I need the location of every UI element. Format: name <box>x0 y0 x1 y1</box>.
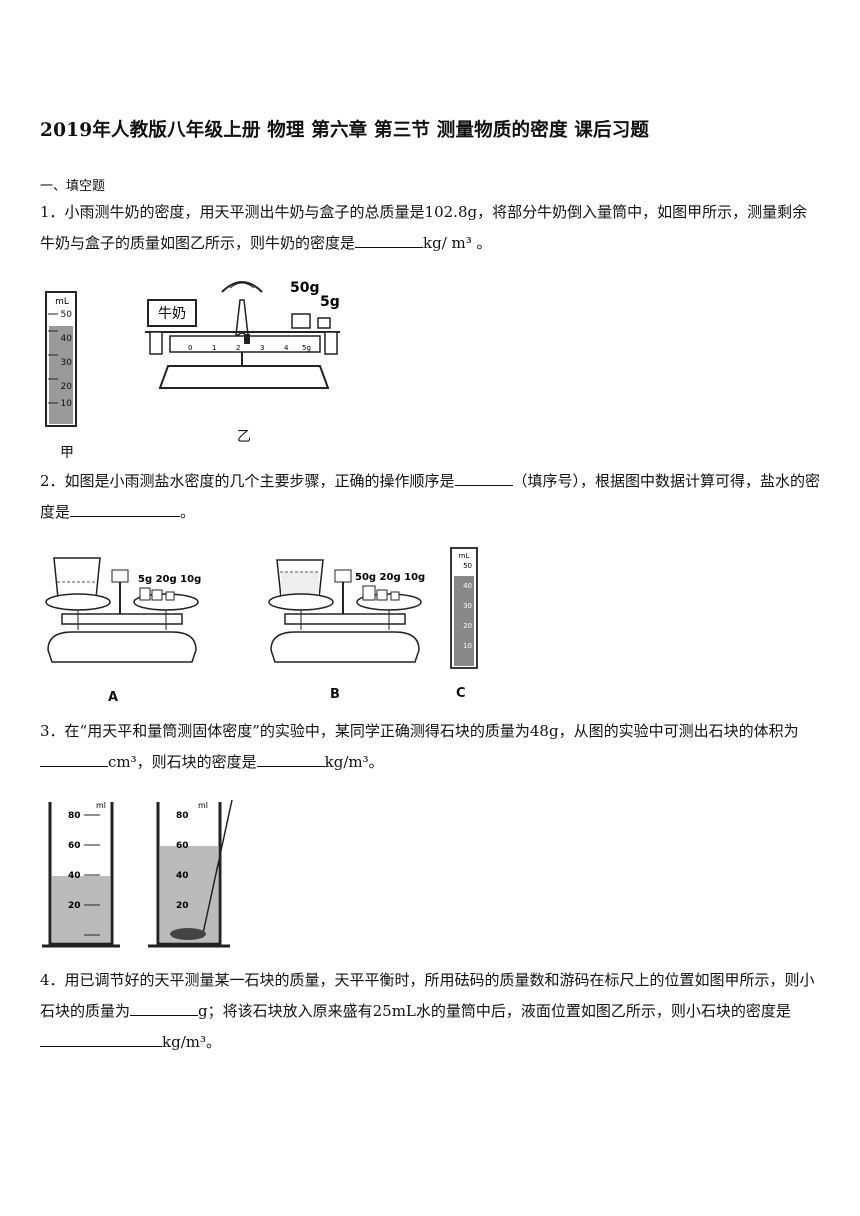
q1-rider-tick-2: 2 <box>236 344 240 352</box>
q1-rider-tick-3: 3 <box>260 344 264 352</box>
q2-cyl-tick-50: 50 <box>463 562 472 570</box>
q1-cyl-tick-20: 20 <box>61 382 73 392</box>
question-3: 3．在“用天平和量筒测固体密度”的实验中，某同学正确测得石块的质量为48g，从图… <box>40 716 822 778</box>
q3-cyl2-tick-20: 20 <box>176 901 189 911</box>
q2-b-weights: 50g 20g 10g <box>355 572 425 583</box>
q1-cyl-tick-30: 30 <box>61 358 73 368</box>
question-4-text-a: 4．用已调节好的天平测量某一石块的质量，天平平衡时，所用砝码的质量数和游码在标尺… <box>40 971 815 1020</box>
question-4-text-b: g；将该石块放入原来盛有25mL水的量筒中后，液面位置如图乙所示，则小石块的密度… <box>198 1002 791 1020</box>
question-2-text-b: （填序号），根据图中数据计算可得，盐水的密度是 <box>40 472 821 521</box>
question-4-answer-blank-mass[interactable] <box>130 1000 199 1016</box>
q2-cyl-tick-40: 40 <box>463 582 472 590</box>
q1-figure-yi-balance: 牛奶 50g 5g 0 1 2 3 4 5g <box>145 280 340 389</box>
q2-a-weights: 5g 20g 10g <box>138 574 201 585</box>
q2-caption-a: A <box>108 690 119 705</box>
q1-rider-tick-1: 1 <box>212 344 216 352</box>
q3-cyl2-tick-60: 60 <box>176 841 189 851</box>
q3-cyl1-tick-80: 80 <box>68 811 81 821</box>
question-4: 4．用已调节好的天平测量某一石块的质量，天平平衡时，所用砝码的质量数和游码在标尺… <box>40 965 822 1058</box>
q2-cyl-tick-20: 20 <box>463 622 472 630</box>
q1-cylinder-unit: mL <box>55 297 69 307</box>
section-heading: 一、填空题 <box>40 179 106 194</box>
q2-figure-c-cylinder: mL 50 40 30 20 10 <box>450 547 478 669</box>
q1-weight-5g: 5g <box>320 294 340 310</box>
q2-cyl-tick-30: 30 <box>463 602 472 610</box>
q1-caption-jia: 甲 <box>60 445 74 461</box>
q2-caption-c: C <box>456 686 466 701</box>
question-3-text-c: kg/m³。 <box>324 753 384 771</box>
question-4-answer-blank-density[interactable] <box>40 1031 162 1047</box>
q3-cylinder-before: ml 80 60 40 20 <box>42 801 120 948</box>
q3-cyl1-tick-20: 20 <box>68 901 81 911</box>
question-2: 2．如图是小雨测盐水密度的几个主要步骤，正确的操作顺序是（填序号），根据图中数据… <box>40 466 822 528</box>
q3-cyl2-tick-80: 80 <box>176 811 189 821</box>
question-3-answer-blank-volume[interactable] <box>40 751 108 767</box>
question-3-text-b: cm³，则石块的密度是 <box>108 753 257 771</box>
q1-rider-tick-4: 4 <box>284 344 289 352</box>
q2-figure-a-balance: 5g 20g 10g <box>45 557 201 663</box>
q1-rider-tick-5: 5g <box>302 344 311 352</box>
q1-weight-50g: 50g <box>290 280 320 296</box>
q3-cyl1-unit: ml <box>96 801 106 810</box>
question-1: 1．小雨测牛奶的密度，用天平测出牛奶与盒子的总质量是102.8g，将部分牛奶倒入… <box>40 197 822 259</box>
question-1-text-b: kg/ m³ 。 <box>423 234 492 252</box>
question-3-text-a: 3．在“用天平和量筒测固体密度”的实验中，某同学正确测得石块的质量为48g，从图… <box>40 722 799 740</box>
q1-cyl-tick-40: 40 <box>61 334 73 344</box>
q1-figure-jia-cylinder: mL 50 40 30 20 10 <box>45 291 77 427</box>
question-2-answer-blank-order[interactable] <box>454 470 513 486</box>
q1-cyl-tick-50: 50 <box>61 310 73 320</box>
q3-cyl2-tick-40: 40 <box>176 871 189 881</box>
q2-cyl-unit: mL <box>459 552 470 560</box>
question-2-text-a: 2．如图是小雨测盐水密度的几个主要步骤，正确的操作顺序是 <box>40 472 455 490</box>
q3-cyl1-tick-40: 40 <box>68 871 81 881</box>
q2-caption-b: B <box>330 687 340 702</box>
q3-cylinder-after: ml 80 60 40 20 <box>148 799 233 948</box>
question-4-text-c: kg/m³。 <box>162 1033 221 1051</box>
q2-figure-b-balance: 50g 20g 10g <box>268 559 425 663</box>
question-3-answer-blank-density[interactable] <box>256 751 325 767</box>
q3-cyl2-unit: ml <box>198 801 208 810</box>
question-2-text-c: 。 <box>180 503 196 521</box>
question-1-text-a: 1．小雨测牛奶的密度，用天平测出牛奶与盒子的总质量是102.8g，将部分牛奶倒入… <box>40 203 808 252</box>
question-1-answer-blank[interactable] <box>355 232 424 248</box>
page-title: 2019年人教版八年级上册 物理 第六章 第三节 测量物质的密度 课后习题 <box>40 120 650 141</box>
q1-cyl-tick-10: 10 <box>61 399 73 409</box>
q1-box-label: 牛奶 <box>158 306 186 322</box>
q1-rider-tick-0: 0 <box>188 344 192 352</box>
q2-cyl-tick-10: 10 <box>463 642 472 650</box>
q1-caption-yi: 乙 <box>237 429 251 445</box>
q3-cyl1-tick-60: 60 <box>68 841 81 851</box>
question-2-answer-blank-density[interactable] <box>70 501 181 517</box>
